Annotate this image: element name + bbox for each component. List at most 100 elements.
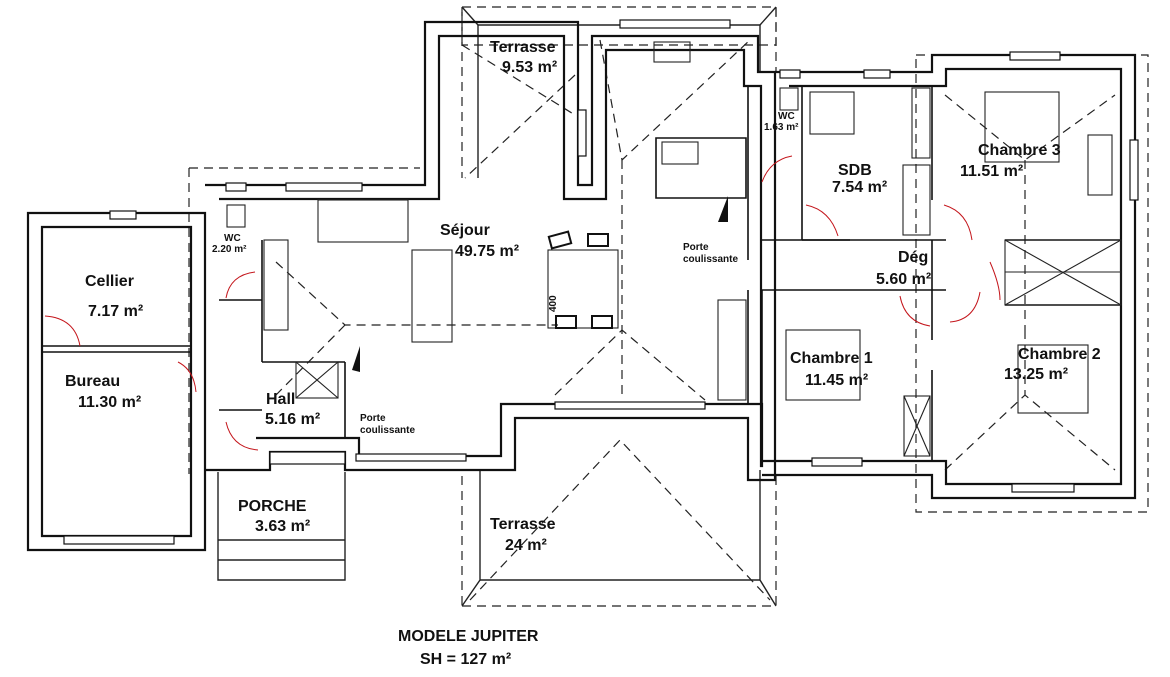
door-ch2 — [949, 291, 981, 323]
label-wc2-name: WC — [778, 111, 795, 122]
chair-2 — [587, 233, 609, 247]
closet-chambre1-x — [903, 395, 931, 457]
roof-outline — [188, 6, 1149, 607]
window-terrace-n — [577, 109, 587, 157]
window-kitchen — [619, 19, 731, 29]
roof-ridge-right-1 — [944, 94, 1116, 161]
terrace-south-edge-left — [461, 470, 481, 607]
label-hall-name: Hall — [266, 391, 295, 408]
annotation-porte-hall: Porte — [360, 413, 386, 424]
window-bureau — [63, 535, 175, 545]
door-swings — [44, 155, 1001, 451]
kitchen-counter-right — [717, 299, 747, 401]
window-wc1 — [225, 182, 247, 192]
door-sdb — [805, 204, 839, 237]
window-cellier — [109, 210, 137, 220]
door-wc1 — [225, 271, 256, 299]
wall-cellier-bureau — [42, 345, 191, 353]
label-cellier-area: 7.17 m² — [88, 303, 143, 320]
title-block: MODELE JUPITER SH = 127 m² — [398, 628, 539, 668]
wc1-toilet — [226, 204, 246, 228]
door-bureau — [177, 361, 197, 393]
terrace-south-edge-right — [759, 470, 777, 607]
closet-chambre1 — [903, 395, 931, 457]
label-chambre1-name: Chambre 1 — [790, 350, 873, 367]
annotation-coulissante-hall: coulissante — [360, 425, 415, 436]
roof-ridge-right-3 — [944, 394, 1116, 471]
window-sdb — [863, 69, 891, 79]
door-ch1 — [899, 295, 931, 327]
label-porche-area: 3.63 m² — [255, 518, 310, 535]
door-wc2 — [761, 155, 793, 183]
label-chambre3-area: 11.51 m² — [960, 163, 1023, 180]
chair-4 — [591, 315, 613, 329]
label-bureau-name: Bureau — [65, 373, 120, 390]
window-sejour-s — [355, 453, 467, 462]
cooktop — [661, 141, 699, 165]
wall-garage-outer — [26, 211, 207, 552]
annotation-porte-sejour: Porte — [683, 242, 709, 253]
label-terrasse-north-area: 9.53 m² — [502, 59, 557, 76]
door-cellier — [44, 315, 81, 347]
label-hall-area: 5.16 m² — [265, 411, 320, 428]
label-wc2-area: 1.63 m² — [764, 122, 799, 133]
door-ch-right — [989, 261, 1001, 301]
window-sejour — [285, 182, 363, 192]
label-cellier-name: Cellier — [85, 273, 134, 290]
door-deg-sdb — [943, 204, 973, 241]
label-deg-name: Dég — [898, 249, 928, 266]
label-sdb-area: 7.54 m² — [832, 179, 887, 196]
bed-chambre3 — [984, 91, 1060, 163]
roof-ridge-sejour-2 — [275, 324, 346, 396]
label-sejour-area: 49.75 m² — [455, 243, 519, 260]
furniture — [226, 41, 1122, 457]
wc2-toilet — [779, 87, 799, 111]
dining-table — [547, 249, 619, 329]
vanity — [902, 164, 931, 236]
wall-right-inner — [762, 67, 1123, 486]
label-terrasse-south-area: 24 m² — [505, 537, 547, 554]
wall-corridor-top — [762, 239, 946, 291]
roof-ridge-terrace-n1 — [461, 44, 576, 116]
slide-markers — [352, 196, 728, 372]
label-porche-name: PORCHE — [238, 498, 307, 515]
wall-sdb — [801, 86, 850, 241]
label-deg-area: 5.60 m² — [876, 271, 931, 288]
door-hall-bureau — [225, 421, 259, 451]
shower — [809, 91, 855, 135]
roof-ridge-sejour-1 — [275, 261, 558, 326]
exterior-walls — [26, 20, 1137, 552]
slide-marker-sejour — [718, 196, 728, 222]
label-sejour-name: Séjour — [440, 222, 490, 239]
door-porche — [269, 451, 346, 465]
wall-main-inner — [219, 34, 764, 468]
label-terrasse-south-name: Terrasse — [490, 516, 556, 533]
chair-3 — [555, 315, 577, 329]
window-chambre2 — [1011, 483, 1075, 493]
window-chambre3-side — [1129, 139, 1139, 201]
wall-wc1 — [219, 240, 263, 362]
roof-ridge-kitchen-3 — [554, 329, 706, 401]
window-wc2 — [779, 69, 801, 79]
chair-1 — [547, 230, 573, 250]
annotation-table-dim: 400 — [548, 295, 559, 312]
sejour-storage — [263, 239, 289, 331]
wall-kitchen-island — [655, 137, 747, 199]
kitchen-sink — [653, 41, 691, 63]
porche-steps — [218, 539, 345, 561]
dining-chairs — [547, 230, 613, 329]
hall-closet-x — [295, 361, 339, 399]
bed-chambre2 — [1017, 344, 1089, 414]
plan-title: MODELE JUPITER — [398, 628, 539, 645]
window-chambre1 — [811, 457, 863, 467]
annotation-coulissante-sejour: coulissante — [683, 254, 738, 265]
label-chambre2-area: 13.25 m² — [1004, 366, 1068, 383]
label-wc1-name: WC — [224, 233, 241, 244]
bed-chambre1 — [785, 329, 861, 401]
desk-chambre3 — [1087, 134, 1113, 196]
window-kitchen-s — [554, 401, 706, 410]
sofa-top — [317, 199, 409, 243]
hall-closet — [295, 361, 339, 399]
room-labels: Terrasse 9.53 m² Séjour 49.75 m² WC 2.20… — [65, 39, 1101, 554]
slide-marker-hall — [352, 346, 360, 372]
